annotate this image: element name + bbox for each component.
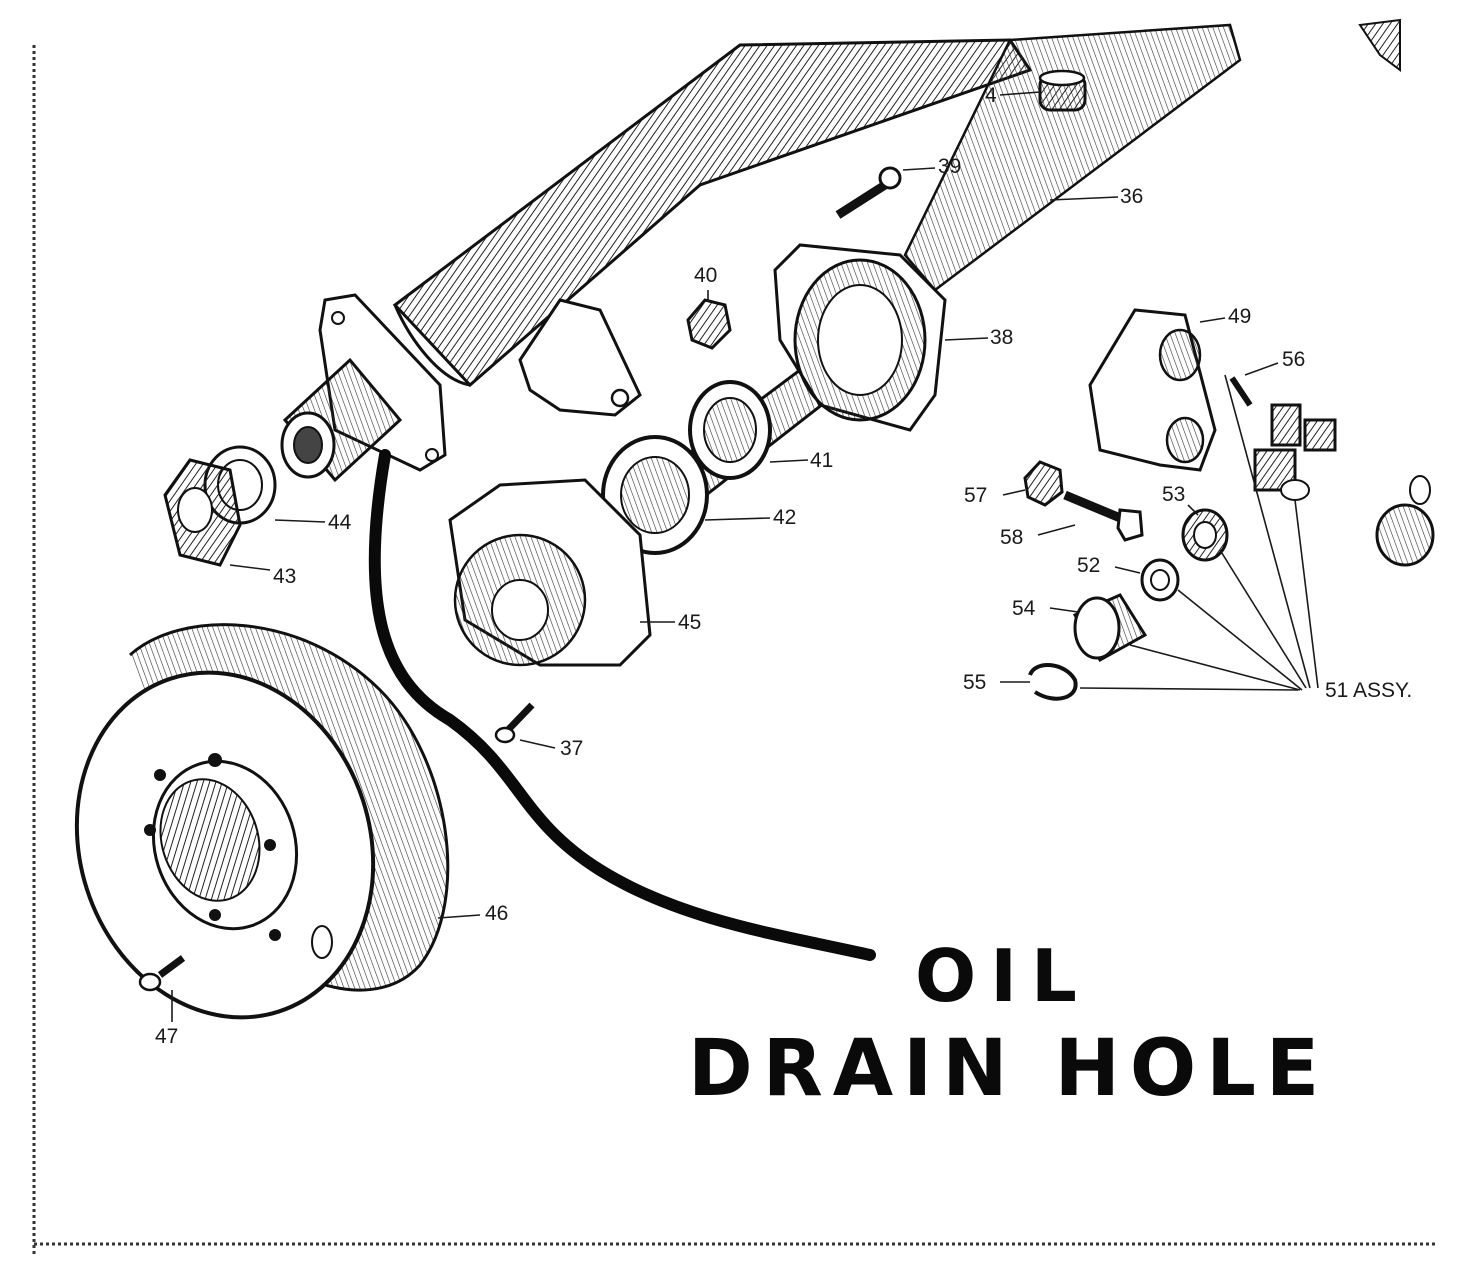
backing-plate-45 xyxy=(448,478,652,667)
callout-38: 38 xyxy=(990,326,1014,349)
callout-4: 4 xyxy=(985,84,997,107)
callout-52: 52 xyxy=(1077,554,1101,577)
cup-54 xyxy=(1072,593,1148,663)
washer-52 xyxy=(1140,558,1180,602)
annotation-drain-hole: DRAIN HOLE xyxy=(688,1024,1330,1114)
bearing-41 xyxy=(688,380,772,480)
brake-drum-46 xyxy=(74,623,450,1020)
bolt-39 xyxy=(835,166,902,219)
callout-55: 55 xyxy=(963,671,987,694)
callout-58: 58 xyxy=(1000,526,1024,549)
callout-43: 43 xyxy=(273,565,297,588)
callout-53: 53 xyxy=(1162,483,1186,506)
circlip-55 xyxy=(1028,662,1078,701)
callout-44: 44 xyxy=(328,511,352,534)
seal-53 xyxy=(1181,508,1229,562)
callout-45: 45 xyxy=(678,611,702,634)
callout-47: 47 xyxy=(155,1025,179,1048)
callout-54: 54 xyxy=(1012,597,1036,620)
callout-49: 49 xyxy=(1228,305,1252,328)
callout-51-assy: 51 ASSY. xyxy=(1325,679,1413,702)
callout-40: 40 xyxy=(694,264,718,287)
marker-line xyxy=(368,449,876,961)
nut-43 xyxy=(163,458,242,567)
leader-lines xyxy=(171,91,1319,1022)
cross-joint xyxy=(1253,403,1337,501)
callout-36: 36 xyxy=(1120,185,1144,208)
axle-casing xyxy=(392,23,1242,417)
callout-41: 41 xyxy=(810,449,834,472)
annotation-oil: OIL xyxy=(915,934,1091,1018)
callout-56: 56 xyxy=(1282,348,1306,371)
grease-nipple-56 xyxy=(1229,376,1253,407)
screw-47 xyxy=(138,955,186,992)
partial-part-right xyxy=(1375,475,1435,567)
nut-40 xyxy=(686,298,732,350)
callout-57: 57 xyxy=(964,484,988,507)
partial-part-topright xyxy=(1358,18,1401,72)
callout-46: 46 xyxy=(485,902,509,925)
screw-37 xyxy=(494,702,535,744)
yoke-49 xyxy=(1088,308,1217,472)
axle-flange xyxy=(280,293,447,483)
callout-42: 42 xyxy=(773,506,797,529)
bolt-58 xyxy=(1063,490,1144,542)
nut-57 xyxy=(1023,460,1064,507)
plug-4 xyxy=(1038,69,1087,112)
hub-flange-38 xyxy=(773,243,947,432)
callout-37: 37 xyxy=(560,737,584,760)
callout-39: 39 xyxy=(938,155,962,178)
